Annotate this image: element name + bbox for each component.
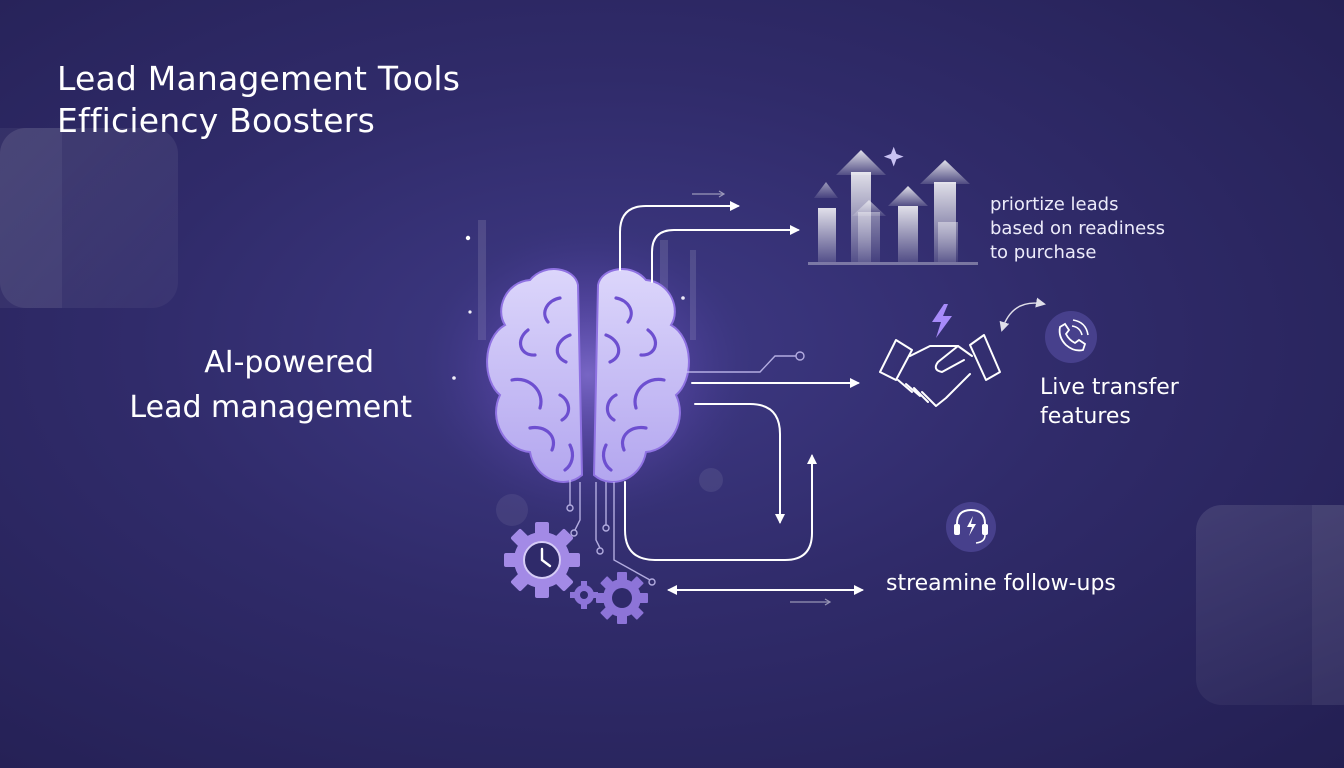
title-line-2: Efficiency Boosters xyxy=(57,101,375,140)
brain-glow xyxy=(423,225,753,525)
live-transfer-line-2: features xyxy=(1040,404,1131,429)
rising-bars-icon xyxy=(808,146,978,265)
prioritize-line-3: to purchase xyxy=(990,242,1097,263)
gear-medium-icon xyxy=(596,572,648,624)
center-label-line-1: AI-powered xyxy=(204,345,374,380)
phone-icon xyxy=(1045,311,1097,363)
headset-icon xyxy=(946,502,996,552)
faint-arrows xyxy=(692,190,832,606)
node-prioritize-label: priortize leads based on readiness to pu… xyxy=(990,193,1165,265)
brain-icon xyxy=(486,268,690,483)
title-line-1: Lead Management Tools xyxy=(57,59,461,98)
node-follow-ups-label: streamine follow-ups xyxy=(886,569,1116,599)
decor-panel-left-inner xyxy=(0,128,62,308)
node-live-transfer-label: Live transfer features xyxy=(1040,373,1179,431)
gear-small-icon xyxy=(570,581,598,609)
decor-panel-right xyxy=(1196,505,1344,705)
live-transfer-line-1: Live transfer xyxy=(1040,375,1179,400)
prioritize-line-2: based on readiness xyxy=(990,218,1165,239)
follow-ups-line-1: streamine follow-ups xyxy=(886,571,1116,596)
center-label-line-2: Lead management xyxy=(129,390,412,425)
gear-clock-icon xyxy=(504,522,580,598)
handshake-icon xyxy=(879,334,1001,407)
circuit-traces xyxy=(566,351,805,586)
decor-panel-right-inner xyxy=(1312,505,1344,705)
page-title: Lead Management Tools Efficiency Booster… xyxy=(57,58,460,142)
decor-panel-left xyxy=(0,128,178,308)
lightning-icon xyxy=(932,304,952,338)
curved-double-arrow xyxy=(999,297,1046,332)
connector-arrows xyxy=(619,201,864,595)
center-label: AI-powered Lead management xyxy=(0,340,412,430)
prioritize-line-1: priortize leads xyxy=(990,194,1119,215)
